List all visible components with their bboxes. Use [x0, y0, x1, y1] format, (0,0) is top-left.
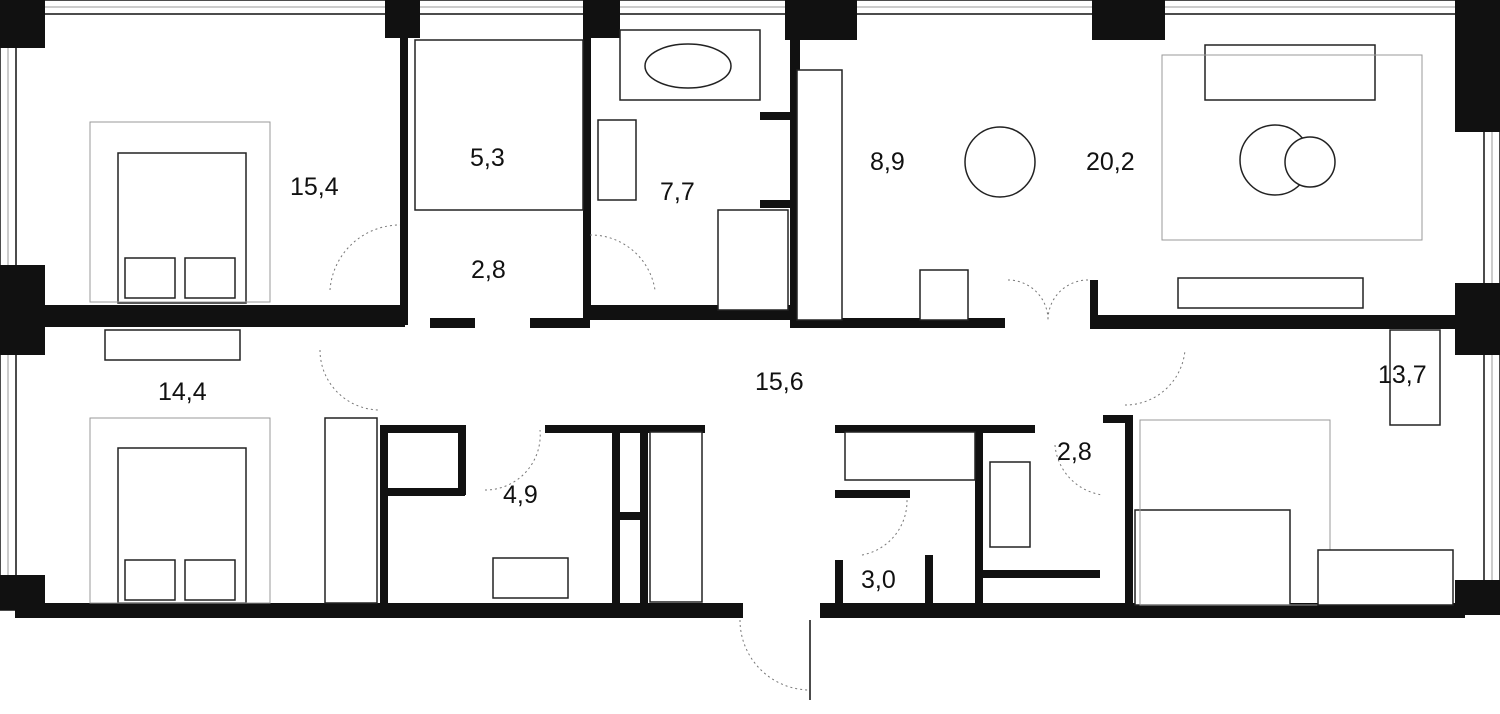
area-bedroom-2: 14,4 — [158, 378, 207, 406]
dining-table-icon — [964, 126, 1036, 198]
area-kitchen: 8,9 — [870, 148, 905, 176]
area-bathroom-3: 2,8 — [1057, 438, 1092, 466]
area-corridor: 15,6 — [755, 368, 804, 396]
bed-icon — [1134, 509, 1291, 606]
area-wardrobe-2: 3,0 — [861, 566, 896, 594]
area-bathroom-1: 7,7 — [660, 178, 695, 206]
area-bedroom-1: 15,4 — [290, 173, 339, 201]
area-bathroom-2: 4,9 — [503, 481, 538, 509]
area-wardrobe-1: 5,3 — [470, 144, 505, 172]
sofa-icon — [1204, 44, 1376, 101]
area-labels: 15,4 5,3 7,7 8,9 20,2 2,8 14,4 15,6 13,7… — [158, 144, 1427, 594]
doors — [319, 224, 1186, 700]
furniture — [89, 29, 1454, 606]
walls — [0, 0, 1500, 618]
area-hall-1: 2,8 — [471, 256, 506, 284]
area-bedroom-3: 13,7 — [1378, 361, 1427, 389]
area-living-room: 20,2 — [1086, 148, 1135, 176]
